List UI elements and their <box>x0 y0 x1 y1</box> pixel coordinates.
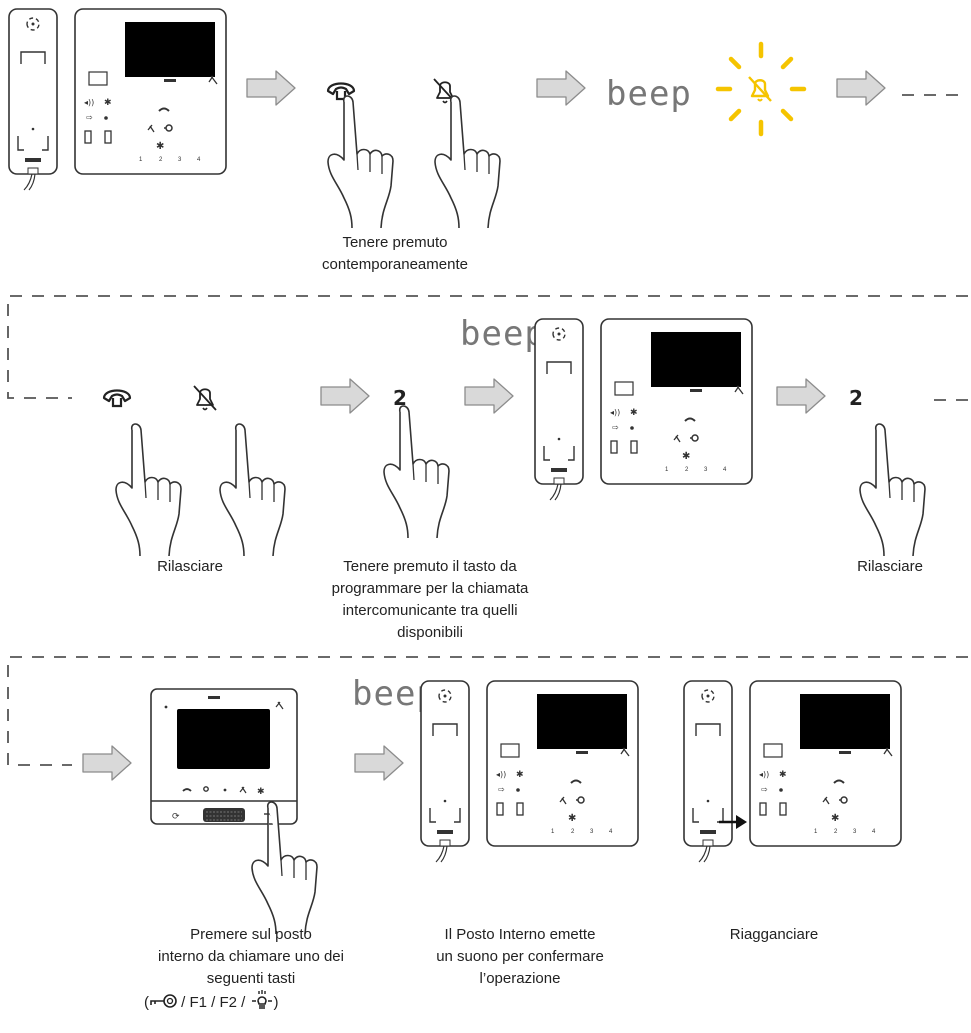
caption-release-right: Rilasciare <box>857 558 923 575</box>
process-arrow-8 <box>354 745 404 781</box>
key-options-line: ( / F1 / F2 / ) <box>144 990 354 1016</box>
paren-close: ) <box>273 994 279 1011</box>
beep-label-1: beep <box>606 74 692 114</box>
svg-text:⟳: ⟳ <box>172 811 180 821</box>
caption-hold-programmable-key: Tenere premuto il tasto da programmare p… <box>331 558 529 641</box>
intercom-unit-hangup <box>683 680 902 863</box>
glowing-mute-icon <box>715 41 807 137</box>
beep-label-2: beep <box>460 314 546 354</box>
key-2-label-release: 2 <box>849 386 863 410</box>
caption-release-left: Rilasciare <box>157 558 223 575</box>
caption-hang-up: Riagganciare <box>729 926 819 943</box>
key-icon <box>150 994 177 1008</box>
light-icon <box>251 990 272 1009</box>
caption-confirm-sound: Il Posto Interno emette un suono per con… <box>436 926 604 987</box>
intercom-unit-step3 <box>420 680 639 863</box>
caption-hold-simultaneously: Tenere premuto contemporaneamente <box>322 234 468 273</box>
key-2-label: 2 <box>393 386 407 410</box>
process-arrow-7 <box>82 745 132 781</box>
paren-open: ( <box>144 994 149 1011</box>
caption-press-keys: Premere sul posto interno da chiamare un… <box>158 926 344 987</box>
hand-press-key-button <box>251 801 318 935</box>
svg-text:✱: ✱ <box>257 786 265 796</box>
hangup-arrow-icon <box>719 815 747 829</box>
video-monitor-unit: ✱ ⟳ <box>150 688 298 825</box>
keys-separator-f1-f2: / F1 / F2 / <box>177 994 250 1011</box>
